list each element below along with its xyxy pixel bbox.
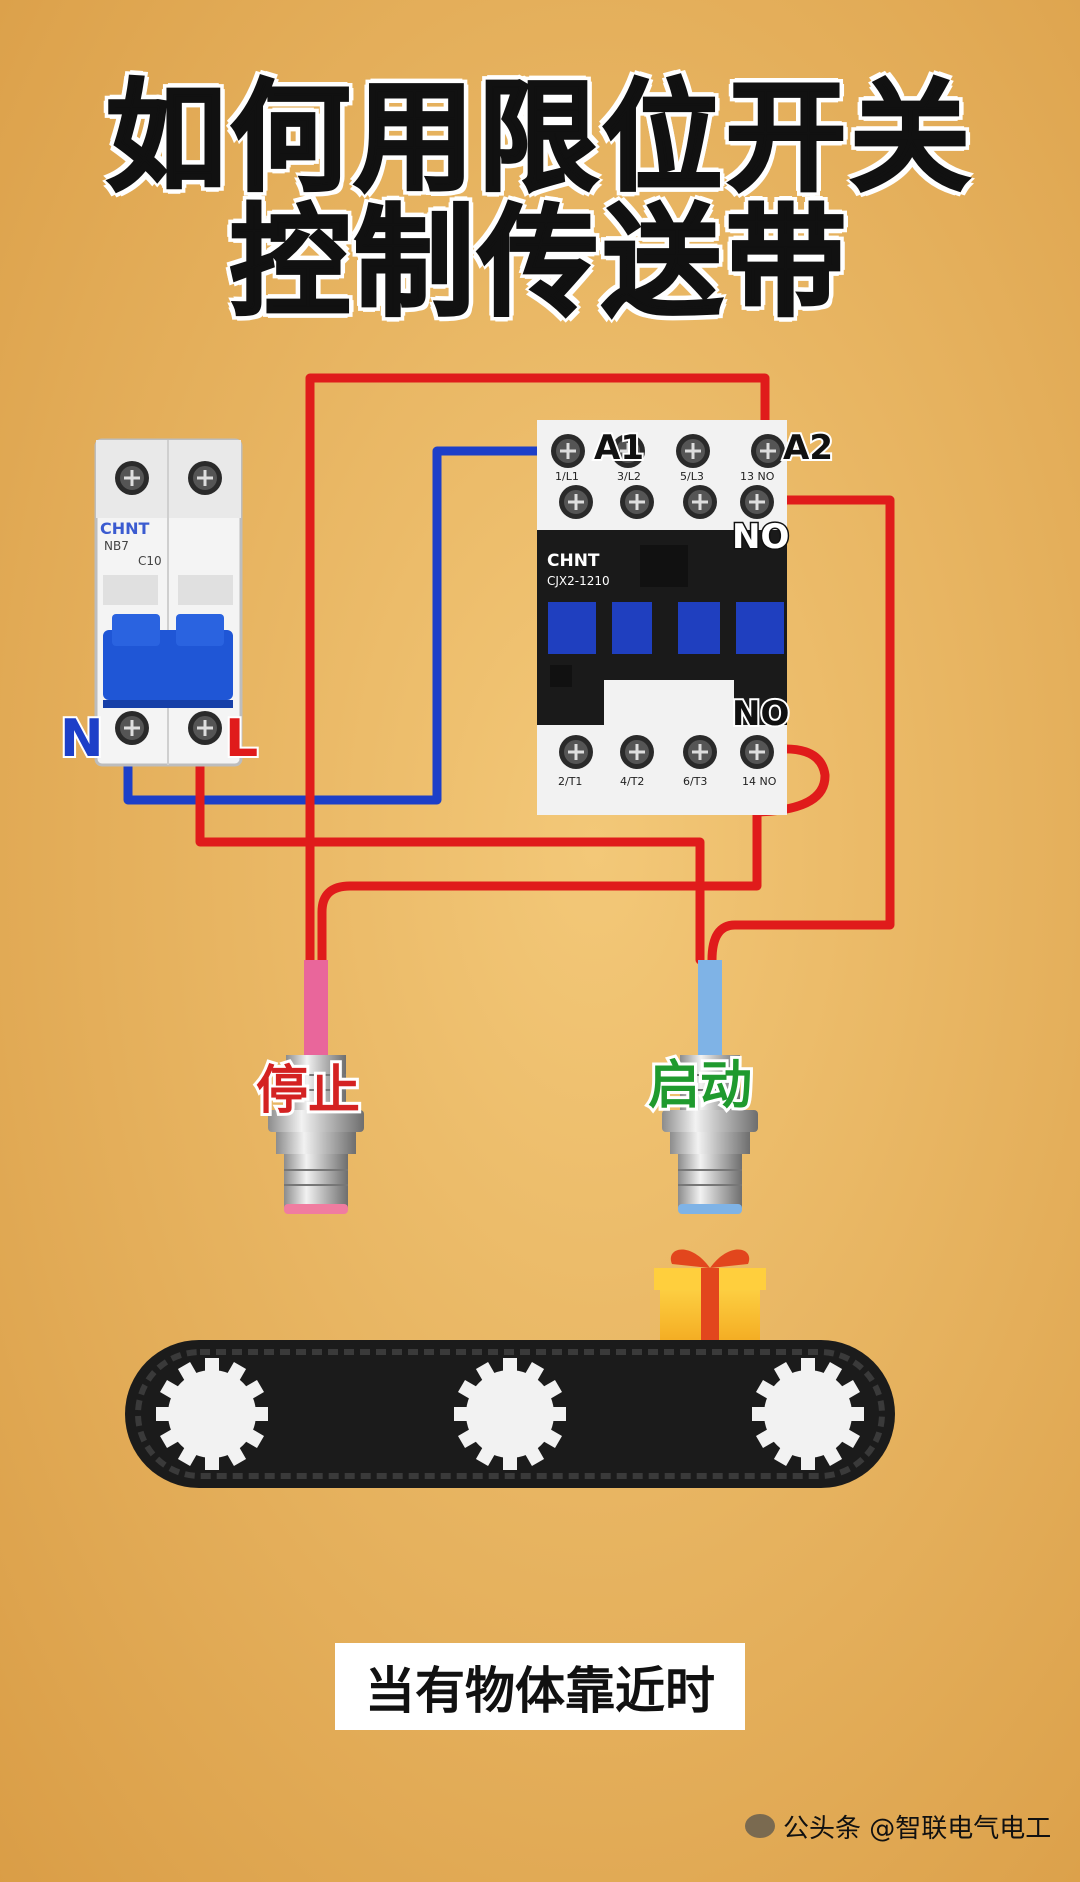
breaker-n-label: N (60, 709, 104, 769)
no-label-top: NO (732, 517, 789, 557)
coil-a1-label: A1 (594, 428, 644, 468)
caption-text: 当有物体靠近时 (365, 1661, 715, 1720)
watermark-text: 公头条 @智联电气电工 (783, 1813, 1052, 1844)
wire-red-a2-loop (305, 373, 770, 965)
contactor: 1/L1 3/L2 5/L3 13 NO CHNT CJX2-1210 2/T1… (537, 420, 787, 815)
wire-neutral-blue (123, 446, 573, 805)
breaker-l-label: L (225, 709, 258, 769)
breaker-model: NB7 (104, 539, 129, 553)
wechat-icon (745, 1814, 775, 1838)
coil-a2-label: A2 (783, 428, 833, 468)
stop-sensor (268, 960, 364, 1214)
no-label-bottom: NO (732, 694, 789, 734)
contactor-term-bottom-1: 2/T1 (558, 775, 582, 788)
wire-red-13no-feed (707, 495, 895, 965)
contactor-term-bottom-2: 4/T2 (620, 775, 644, 788)
start-sensor (662, 960, 758, 1214)
wires (123, 373, 895, 965)
page-title-line-2: 控制传送带 (229, 193, 850, 335)
contactor-term-top-4: 13 NO (740, 470, 775, 483)
contactor-term-top-1: 1/L1 (555, 470, 579, 483)
watermark: 公头条 @智联电气电工 (745, 1806, 1051, 1846)
stop-sensor-label: 停止 (256, 1061, 360, 1121)
start-sensor-label: 启动 (648, 1056, 752, 1116)
contactor-term-bottom-3: 6/T3 (683, 775, 707, 788)
wire-red-14no-loop (752, 744, 830, 817)
contactor-term-top-2: 3/L2 (617, 470, 641, 483)
breaker-rating: C10 (138, 554, 162, 568)
contactor-brand: CHNT (547, 551, 600, 571)
breaker-handle[interactable] (103, 630, 233, 700)
page-title-line-1: 如何用限位开关 (105, 68, 974, 210)
conveyor-belt (125, 1340, 895, 1488)
contactor-model: CJX2-1210 (547, 574, 610, 588)
breaker-brand: CHNT (100, 519, 150, 538)
caption-box: 当有物体靠近时 (335, 1643, 745, 1730)
wire-red-stop-to-14no (317, 807, 762, 965)
contactor-term-top-3: 5/L3 (680, 470, 704, 483)
contactor-term-bottom-4: 14 NO (742, 775, 777, 788)
wire-red-live (195, 735, 705, 965)
circuit-breaker: CHNT NB7 C10 (94, 438, 243, 767)
